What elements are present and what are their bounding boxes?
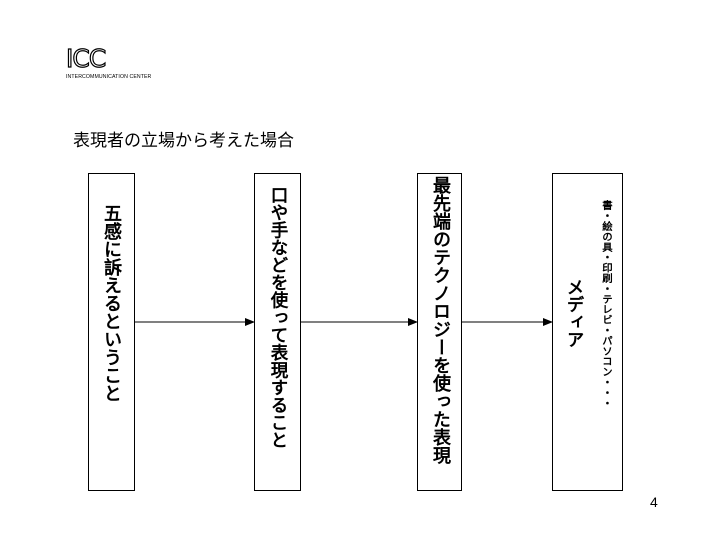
- page-number: 4: [650, 494, 658, 510]
- logo-subtitle: INTERCOMMUNICATION CENTER: [66, 74, 152, 80]
- flow-box-media-label: メディア: [564, 278, 584, 348]
- flow-box-senses: 五感に訴えるということ: [88, 173, 135, 491]
- flow-box-senses-label: 五感に訴えるということ: [101, 204, 122, 402]
- flow-box-hands-label: 口や手などを使って表現すること: [268, 186, 288, 449]
- flow-box-hands: 口や手などを使って表現すること: [254, 173, 301, 491]
- slide-heading: 表現者の立場から考えた場合: [73, 131, 294, 151]
- flow-box-technology-label: 最先端のテクノロジーを使った表現: [430, 176, 451, 464]
- logo-mark: ICC: [65, 44, 107, 73]
- flow-box-media-examples: 書・絵の具・印刷・テレビ・パソコン・・・: [600, 200, 612, 408]
- flow-box-technology: 最先端のテクノロジーを使った表現: [417, 173, 462, 491]
- icc-logo: ICC INTERCOMMUNICATION CENTER: [65, 44, 176, 86]
- flow-box-media: メディア 書・絵の具・印刷・テレビ・パソコン・・・: [552, 173, 623, 491]
